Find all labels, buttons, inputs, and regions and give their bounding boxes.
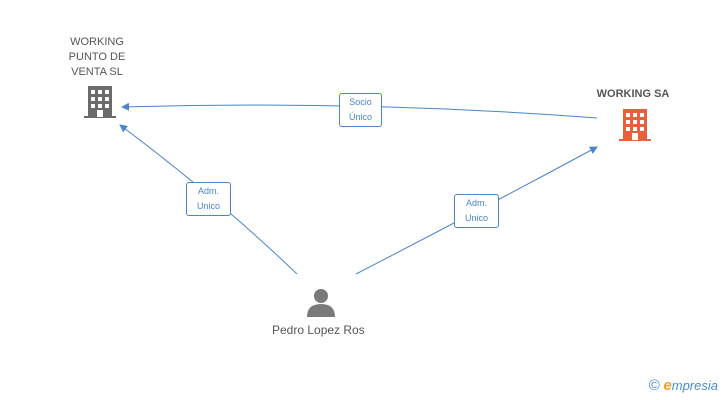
brand-rest: mpresia (671, 378, 718, 393)
copyright-symbol: © (648, 377, 660, 394)
building-icon[interactable] (84, 86, 116, 118)
edge-label-adm-right: Adm. Unico (454, 194, 499, 228)
person-label[interactable]: Pedro Lopez Ros (272, 323, 365, 337)
person-icon[interactable] (307, 289, 335, 317)
company-right-label[interactable]: WORKING SA (596, 88, 670, 100)
building-icon[interactable] (619, 109, 651, 141)
company-left-label[interactable]: WORKING PUNTO DE VENTA SL (68, 36, 126, 78)
brand-e: e (663, 377, 672, 394)
edge-label-adm-left: Adm. Unico (186, 182, 231, 216)
brand-logo: © empresia (649, 377, 718, 394)
edge-label-socio: Socio Único (339, 93, 382, 127)
